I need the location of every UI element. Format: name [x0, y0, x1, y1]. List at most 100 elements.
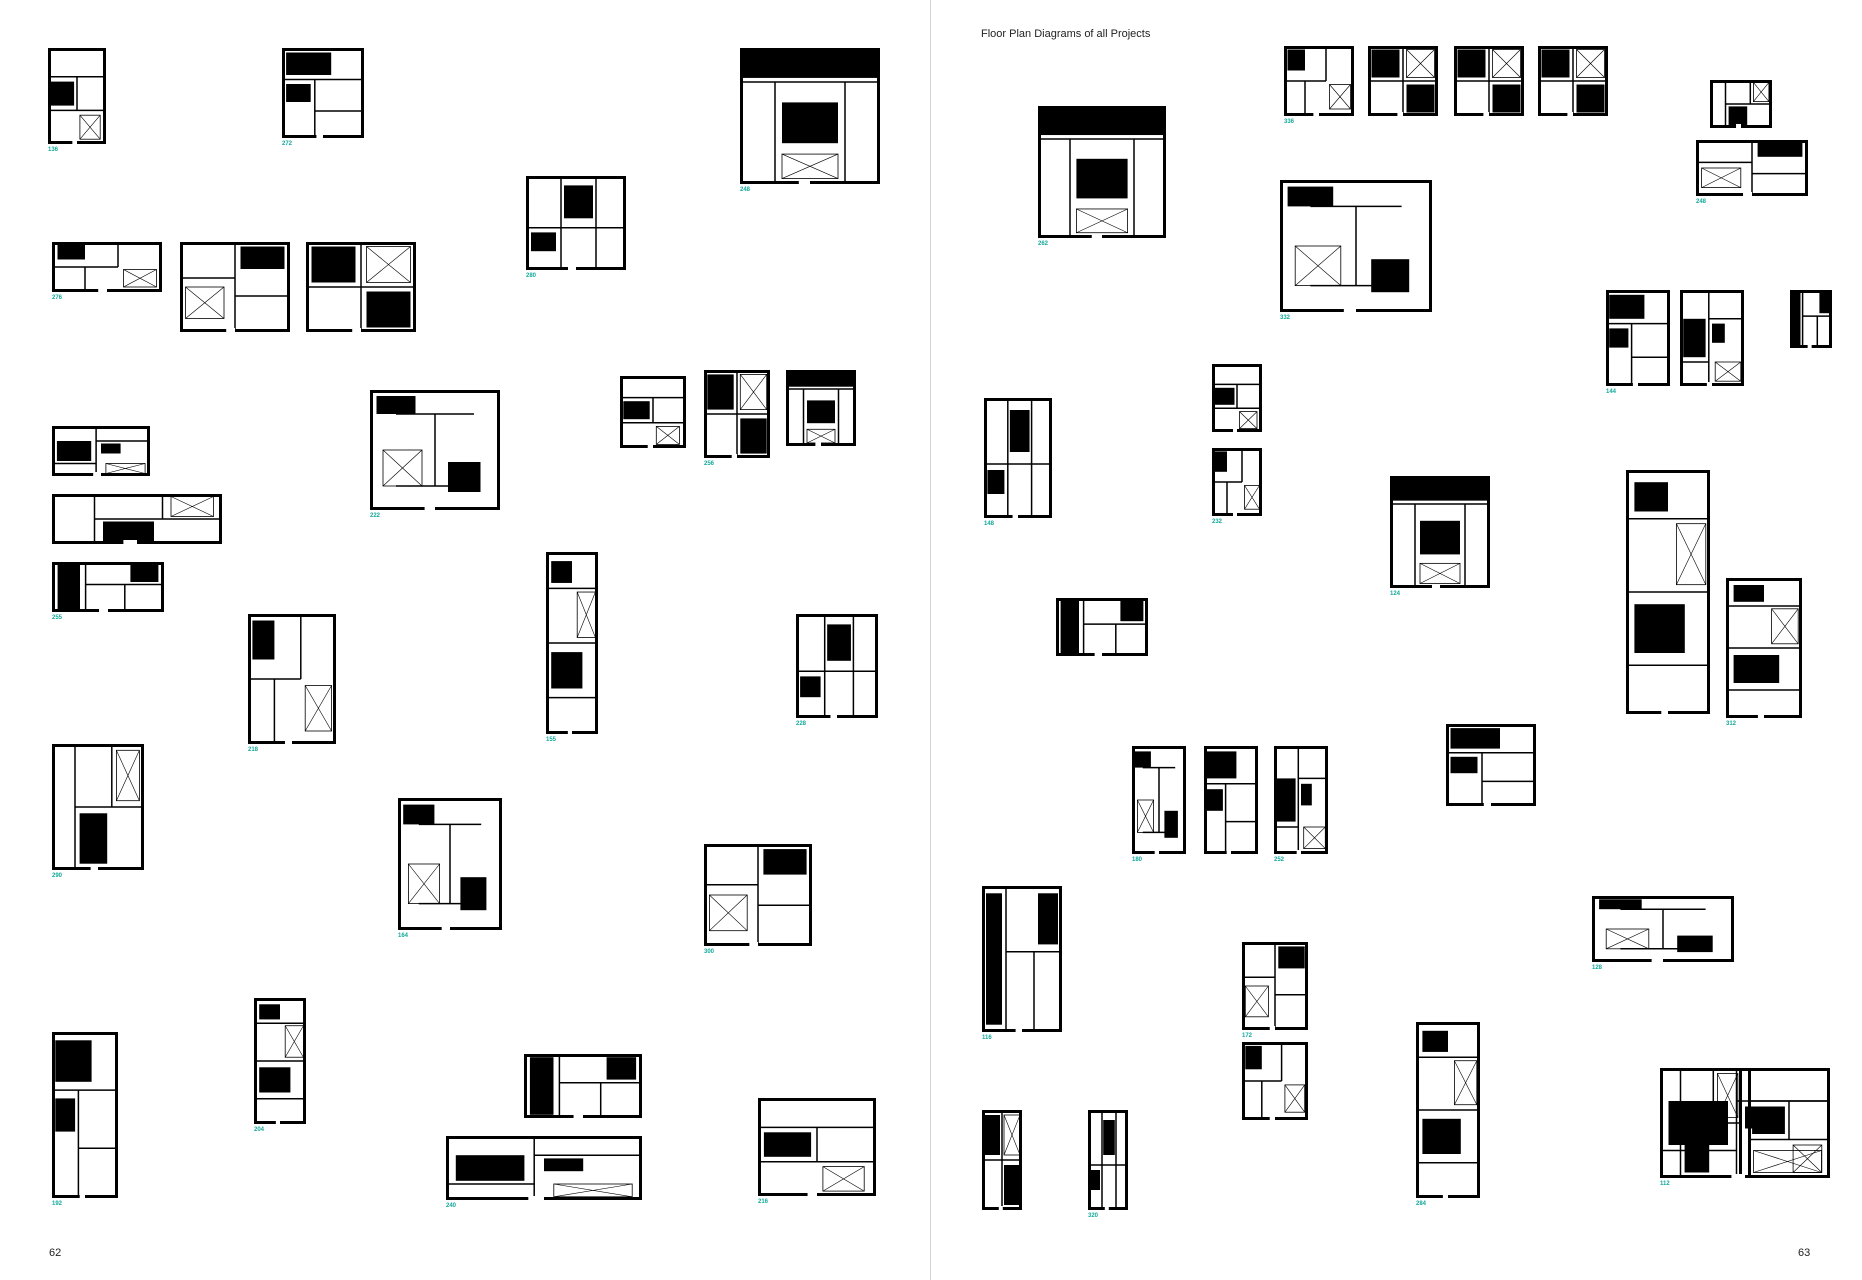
void-cross: [284, 1025, 304, 1058]
service-core: [1728, 106, 1748, 126]
entrance-gap: [528, 1196, 544, 1201]
plan-page-ref: 332: [1280, 315, 1291, 321]
floor-plan: [1790, 290, 1832, 349]
stair-void: [79, 114, 101, 140]
void-cross: [1454, 1060, 1478, 1105]
stair-void: [553, 1183, 633, 1198]
floor-plan: [1446, 724, 1536, 807]
stair-void: [739, 374, 768, 411]
plan-page-ref: 204: [254, 1127, 265, 1133]
void-cross: [1753, 1150, 1822, 1173]
service-core: [1206, 751, 1237, 779]
plan-page-ref: 136: [48, 147, 59, 153]
void-cross: [781, 153, 839, 179]
entrance-gap: [1432, 584, 1440, 589]
entrance-gap: [749, 942, 758, 947]
floor-plan: [1242, 1042, 1308, 1121]
entrance-gap: [79, 1194, 85, 1199]
service-core: [1245, 1045, 1262, 1070]
stair-void: [407, 863, 441, 904]
service-core: [740, 418, 767, 454]
floor-plan: [1204, 746, 1258, 855]
floor-plan-drawing: [704, 844, 812, 947]
service-core: [800, 676, 821, 698]
stair-void: [1714, 361, 1742, 382]
void-cross: [1295, 245, 1341, 286]
floor-plan: 144: [1606, 290, 1670, 395]
floor-plan-drawing: [620, 376, 686, 449]
void-cross: [1576, 49, 1605, 78]
floor-plan-drawing: [52, 242, 162, 293]
entrance-gap: [1091, 234, 1102, 239]
service-core: [1819, 292, 1830, 314]
entrance-gap: [98, 288, 107, 293]
floor-plan-drawing: [1056, 598, 1148, 657]
service-core: [1371, 49, 1400, 78]
plan-page-ref: 216: [758, 1199, 769, 1205]
void-cross: [822, 1166, 865, 1192]
service-core: [529, 1057, 554, 1115]
entrance-gap: [93, 472, 101, 477]
plan-page-ref: 272: [282, 141, 293, 147]
entrance-gap: [226, 328, 235, 333]
floor-plan: [1212, 364, 1262, 433]
floor-plan: [1680, 290, 1744, 387]
service-core: [56, 441, 92, 461]
floor-plan: 336: [1284, 46, 1354, 125]
floor-plan: 290: [52, 744, 144, 879]
floor-plan-drawing: [1606, 290, 1670, 387]
void-cross: [576, 591, 596, 638]
service-core: [1406, 84, 1435, 113]
void-cross: [806, 429, 836, 444]
void-cross: [1771, 608, 1799, 644]
service-core: [1450, 728, 1500, 749]
floor-plan: 116: [982, 886, 1062, 1041]
entrance-gap: [815, 442, 821, 447]
stair-void: [1753, 1150, 1822, 1173]
entrance-gap: [1104, 1206, 1109, 1211]
floor-plan: 218: [248, 614, 336, 753]
stair-void: [1137, 799, 1155, 833]
plan-page-ref: 128: [1592, 965, 1603, 971]
void-cross: [366, 246, 411, 283]
stair-void: [1771, 608, 1799, 645]
floor-plan-drawing: [1242, 942, 1308, 1031]
floor-plan-drawing: [1446, 724, 1536, 807]
service-core: [57, 564, 80, 610]
floor-plan: 255: [52, 562, 164, 621]
service-core: [1038, 893, 1058, 945]
floor-plan: 280: [526, 176, 626, 279]
entrance-gap: [352, 328, 361, 333]
plan-page-ref: 255: [52, 615, 63, 621]
floor-plan-drawing: [52, 494, 222, 545]
floor-plan: 332: [1280, 180, 1432, 321]
void-cross: [1245, 985, 1269, 1017]
stair-void: [1676, 523, 1707, 586]
service-core: [1287, 186, 1334, 207]
stair-void: [1239, 411, 1258, 429]
entrance-gap: [567, 730, 572, 735]
service-core: [1712, 323, 1725, 343]
floor-plan-drawing: [1212, 448, 1262, 517]
entrance-gap: [1706, 382, 1712, 387]
entrance-gap: [424, 506, 435, 511]
void-cross: [408, 863, 440, 904]
floor-plan: 252: [1274, 746, 1328, 863]
plan-page-ref: 164: [398, 933, 409, 939]
plan-page-ref: 172: [1242, 1033, 1253, 1039]
floor-plan: [1056, 598, 1148, 657]
stair-void: [1406, 49, 1435, 78]
service-core: [1004, 1165, 1020, 1205]
service-core: [1120, 600, 1144, 622]
service-core: [1287, 49, 1305, 71]
service-core: [1278, 946, 1305, 969]
service-core: [366, 291, 411, 328]
plan-page-ref: 248: [1696, 199, 1707, 205]
floor-plan-drawing: [1696, 140, 1808, 197]
floor-plan-drawing: [1626, 470, 1710, 715]
floor-plan-drawing: [1284, 46, 1354, 117]
service-core: [544, 1158, 584, 1172]
entrance-gap: [1807, 344, 1812, 349]
floor-plan: [982, 1110, 1022, 1211]
plan-page-ref: 256: [704, 461, 715, 467]
